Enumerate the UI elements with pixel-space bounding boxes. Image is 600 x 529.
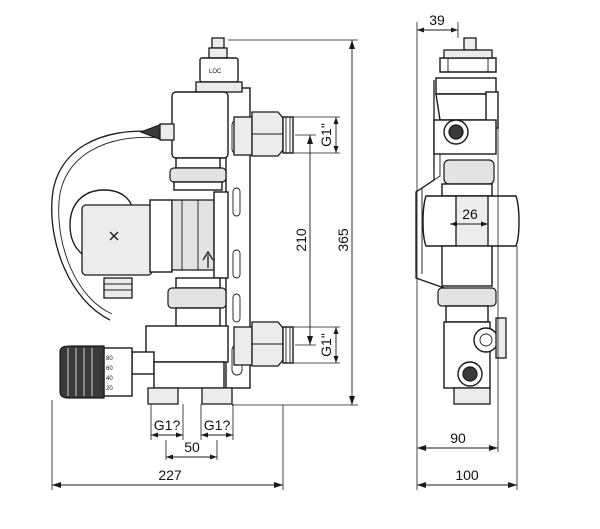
scale-label: 80: [106, 356, 113, 362]
side-upper-valve: [433, 77, 499, 185]
lower-outlet-fitting: [233, 321, 294, 367]
dim-365: 365: [335, 228, 351, 252]
dim-top-thread: G1": [318, 123, 334, 147]
dim-26: 26: [462, 206, 478, 222]
side-lower-valve: [443, 317, 507, 405]
side-dimensions: 39 26 90 100: [416, 12, 518, 490]
dim-227: 227: [158, 467, 182, 483]
side-pump: [422, 183, 520, 287]
circulation-pump: [69, 189, 229, 299]
dim-left-thread: G1?: [154, 417, 181, 433]
scale-label: 40: [106, 376, 113, 382]
side-air-vent: [439, 37, 497, 73]
air-vent: LOC: [195, 37, 243, 93]
svg-text:LOC: LOC: [209, 69, 222, 75]
lower-valve-body: [131, 325, 233, 405]
dim-right-thread: G1?: [204, 417, 231, 433]
scale-label: 60: [106, 366, 113, 372]
dim-100: 100: [455, 467, 479, 483]
upper-valve-body: [159, 91, 229, 191]
upper-outlet-fitting: [233, 111, 294, 157]
middle-union: [167, 277, 227, 327]
scale-label: 20: [106, 386, 113, 392]
side-union: [437, 287, 497, 323]
dim-50: 50: [184, 439, 200, 455]
capillary-hose: [51, 130, 161, 321]
dim-210: 210: [293, 228, 309, 252]
dim-90: 90: [450, 430, 466, 446]
thermostatic-head: 80 60 40 20: [59, 345, 133, 399]
front-view: LOC: [51, 37, 358, 490]
dim-39: 39: [429, 12, 445, 28]
front-dimensions: 365 210 G1" G1": [51, 39, 358, 490]
dim-bottom-thread: G1": [318, 333, 334, 357]
side-view: 39 26 90 100: [415, 12, 520, 490]
